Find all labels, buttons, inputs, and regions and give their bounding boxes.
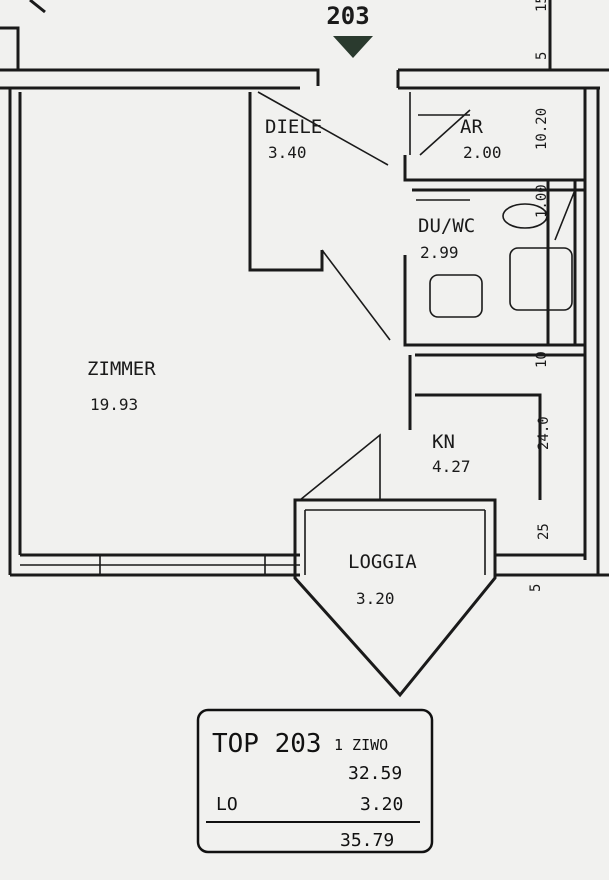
room-name-duwc: DU/WC bbox=[418, 215, 475, 237]
dimension-bottom-right: 5 bbox=[528, 584, 544, 592]
room-area-ar: 2.00 bbox=[463, 143, 502, 162]
corner-mark bbox=[29, 0, 46, 14]
room-area-duwc: 2.99 bbox=[420, 243, 459, 262]
room-name-loggia: LOGGIA bbox=[348, 551, 417, 573]
loggia-outline bbox=[293, 433, 497, 698]
room-name-zimmer: ZIMMER bbox=[87, 358, 156, 380]
dimension-upper-right: 5 bbox=[534, 52, 550, 60]
room-area-loggia: 3.20 bbox=[356, 589, 395, 608]
dimension-ar-height: 10.20 bbox=[534, 108, 550, 150]
entrance-triangle-icon bbox=[333, 36, 373, 58]
room-area-diele: 3.40 bbox=[268, 143, 307, 162]
shower-tray-icon bbox=[509, 247, 573, 311]
interior-walls bbox=[248, 91, 585, 500]
room-area-kn: 4.27 bbox=[432, 457, 471, 476]
room-area-zimmer: 19.93 bbox=[90, 395, 138, 414]
area-summary-table: TOP 203 1 ZIWO 32.59 LO 3.20 35.79 bbox=[196, 708, 434, 854]
washbasin-icon bbox=[429, 274, 483, 318]
summary-total-area: 35.79 bbox=[340, 830, 394, 851]
dimension-kn-lower: 25 bbox=[536, 523, 552, 540]
dimension-mid-right: 10 bbox=[534, 351, 550, 368]
toilet-icon bbox=[502, 203, 548, 229]
outer-walls bbox=[0, 0, 609, 577]
unit-number: 203 bbox=[326, 2, 369, 30]
room-name-kn: KN bbox=[432, 431, 455, 453]
summary-loggia-label: LO bbox=[216, 794, 238, 815]
dimension-duwc-height: 1.00 bbox=[534, 184, 550, 218]
dimension-kn-height: 24.0 bbox=[536, 416, 552, 450]
summary-living-area: 32.59 bbox=[348, 763, 402, 784]
dimension-top-right: 15 bbox=[534, 0, 550, 12]
summary-unit-type: 1 ZIWO bbox=[334, 736, 388, 754]
summary-title: TOP 203 bbox=[212, 729, 322, 759]
room-name-diele: DIELE bbox=[265, 116, 322, 138]
summary-loggia-area: 3.20 bbox=[360, 794, 403, 815]
room-name-ar: AR bbox=[460, 116, 483, 138]
